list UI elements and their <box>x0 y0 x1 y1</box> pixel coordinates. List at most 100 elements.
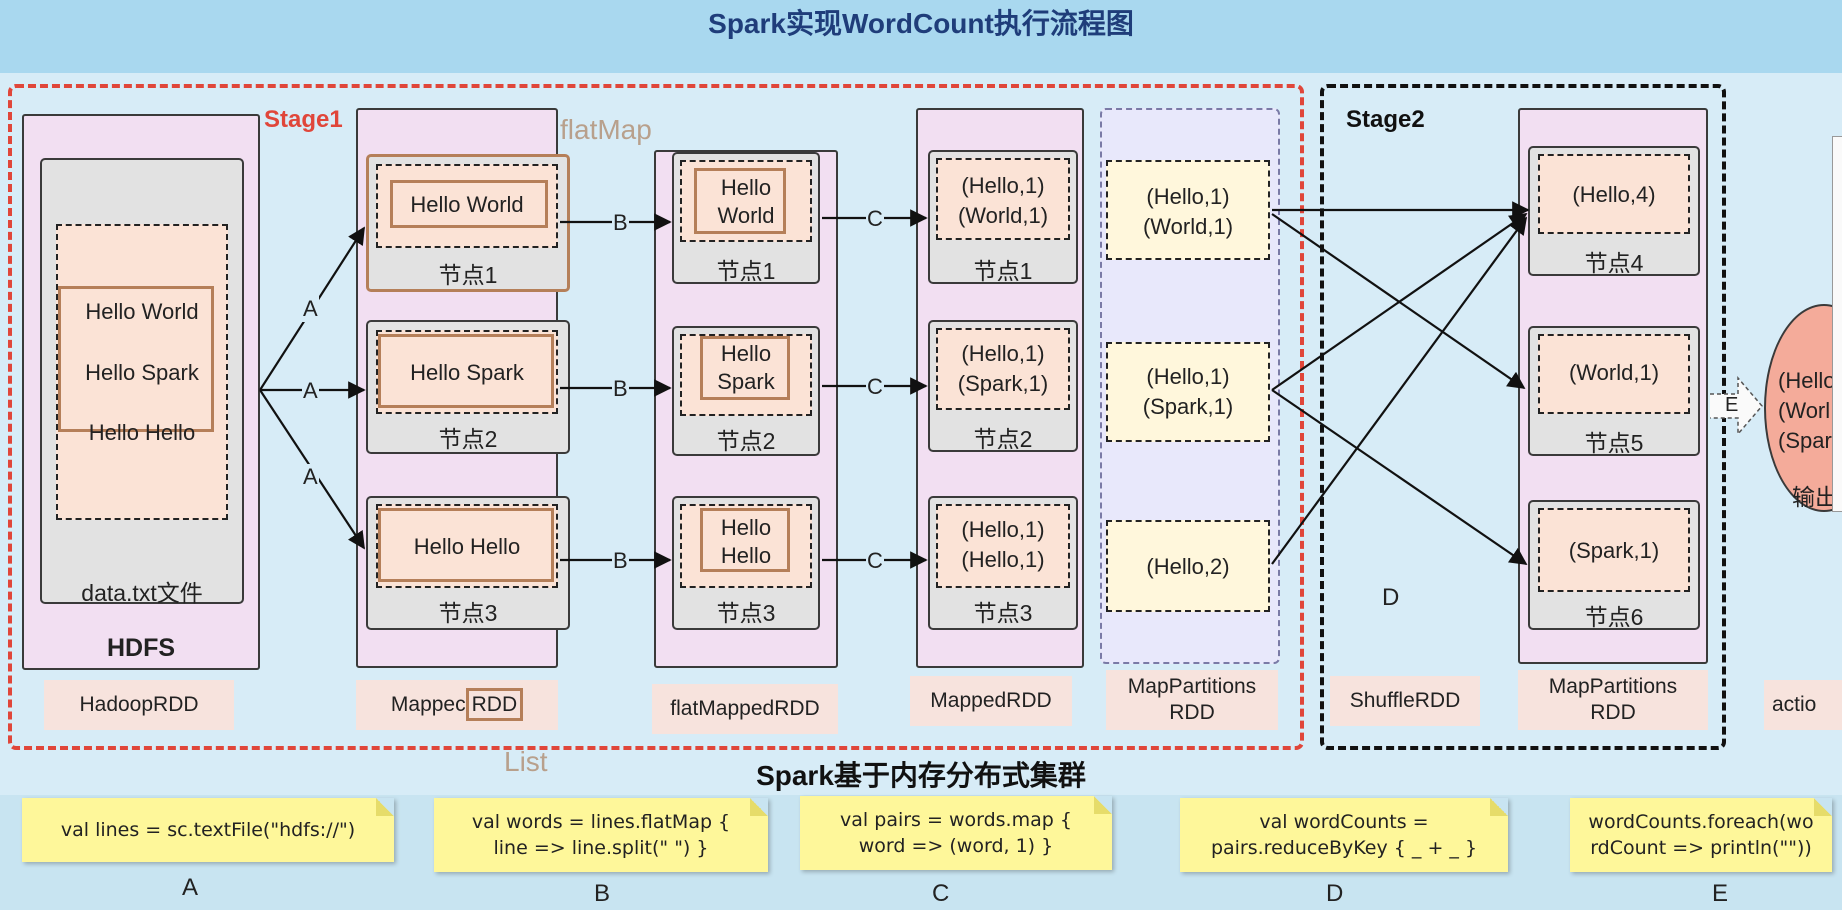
mp2-node-5-dashed <box>1538 334 1690 414</box>
flatmapped-node-2-text-box <box>700 336 790 400</box>
map-partitions-1-item-2-line-1: (Hello,1) <box>1146 364 1230 389</box>
hadoop-rdd-label: HadoopRDD <box>44 680 234 730</box>
code-note-d-line-2: pairs.reduceByKey { _ + _ } <box>1210 837 1478 859</box>
flatmap-ghost-label: flatMap <box>560 114 652 145</box>
code-note-c: val pairs = words.map {word => (word, 1)… <box>800 796 1112 870</box>
edge-label-b-2: B <box>612 376 629 402</box>
pairs-node-1-line-1: (Hello,1) <box>961 173 1045 198</box>
data-file-label: data.txt文件 <box>81 580 203 606</box>
mapped-node-2-text-box <box>378 334 554 408</box>
pairs-node-2-dashed <box>936 328 1070 410</box>
code-note-e: wordCounts.foreach(wo rdCount => println(… <box>1570 798 1832 872</box>
map-partitions-2-label-line-1: MapPartitions <box>1548 675 1678 698</box>
pairs-node-3-dashed <box>936 504 1070 588</box>
code-note-e-letter: E <box>1712 880 1729 907</box>
flatmapped-node-1-text-box <box>694 168 786 234</box>
stage1-label: Stage1 <box>264 106 343 133</box>
edge-d-2 <box>1271 213 1526 390</box>
code-note-e-line-2: rdCount => println("")) <box>1590 837 1812 859</box>
mapped-node-3-text: Hello Hello <box>413 534 521 559</box>
edge-e-arrow <box>1710 375 1763 437</box>
mapped-node-2-text: Hello Spark <box>410 360 524 385</box>
flatmapped-node-3-label: 节点3 <box>716 600 776 626</box>
code-note-a-line-1: val lines = sc.textFile("hdfs://") <box>60 819 356 841</box>
output-label: 输出 <box>1792 484 1838 510</box>
map-partitions-1-label-line-1: MapPartitions <box>1127 675 1257 698</box>
mapped-node-1-text-box <box>390 180 548 228</box>
mapped-node-1-label: 节点1 <box>438 262 498 288</box>
pairs-node-3-line-1: (Hello,1) <box>961 517 1045 542</box>
data-file-lines-box <box>58 286 214 432</box>
code-note-e-line-1: wordCounts.foreach(wo <box>1588 811 1814 833</box>
flatmapped-node-2-line-1: Hello <box>720 341 772 366</box>
edge-label-b-3: B <box>612 548 629 574</box>
stage2-label: Stage2 <box>1346 106 1425 133</box>
stage1-frame <box>8 84 1304 750</box>
pairs-node-3-label: 节点3 <box>973 600 1033 626</box>
edge-d-3 <box>1271 212 1528 391</box>
edge-label-e: E <box>1725 394 1739 416</box>
mp2-node-4-text: (Hello,4) <box>1572 182 1656 207</box>
title-bar <box>0 0 1842 73</box>
map-partitions-1-item-1 <box>1106 160 1270 260</box>
map-partitions-1-item-1-line-2: (World,1) <box>1142 214 1234 239</box>
mapped-rdd-label-part-1: Mappec <box>390 693 466 716</box>
code-note-c-line-1: val pairs = words.map { <box>840 809 1072 831</box>
map-partitions-1-label-line-2: RDD <box>1169 701 1215 724</box>
cluster-label: Spark基于内存分布式集群 <box>756 760 1086 791</box>
mapped-node-3-text-box <box>378 508 554 582</box>
pairs-node-1-label: 节点1 <box>973 258 1033 284</box>
mp2-node-4-label: 节点4 <box>1584 250 1644 276</box>
code-note-d-line-1: val wordCounts = <box>1259 811 1429 833</box>
flatmapped-rdd-label: flatMappedRDD <box>652 684 838 734</box>
pairs-node-2-line-2: (Spark,1) <box>957 371 1049 396</box>
mapped-node-1-text: Hello World <box>410 192 524 217</box>
map-partitions-1-item-3 <box>1106 520 1270 612</box>
code-note-b-line-2: line => line.split(" ") } <box>493 837 709 859</box>
mp2-node-6-dashed <box>1538 508 1690 592</box>
mp2-node-6-text: (Spark,1) <box>1568 538 1660 563</box>
code-note-a: val lines = sc.textFile("hdfs://") <box>22 798 394 862</box>
hdfs-line-2: Hello Spark <box>85 360 199 385</box>
output-line-2: (Worl <box>1778 398 1831 423</box>
edge-label-c-3: C <box>866 548 884 574</box>
edge-d-4 <box>1271 389 1528 565</box>
flatmapped-node-1-line-2: World <box>717 203 775 228</box>
action-rdd-label: actio <box>1764 680 1842 730</box>
shuffle-rdd-label: ShuffleRDD <box>1330 676 1480 726</box>
flatmapped-node-3-text-box <box>700 508 790 572</box>
edge-label-c-1: C <box>866 206 884 232</box>
edge-label-a-1: A <box>302 296 319 322</box>
mapped-rdd-label-part-2: RDD <box>465 688 524 721</box>
right-edge-panel <box>1832 136 1842 512</box>
code-note-b-line-1: val words = lines.flatMap { <box>471 811 731 833</box>
output-line-1: (Hello <box>1778 368 1836 393</box>
pairs-node-1-dashed <box>936 158 1070 240</box>
map-partitions-1-item-3-line-1: (Hello,2) <box>1146 554 1230 579</box>
pairs-node-1-line-2: (World,1) <box>957 203 1049 228</box>
code-note-b-letter: B <box>594 880 611 907</box>
shuffle-d-label: D <box>1382 584 1400 611</box>
list-ghost-label: List <box>504 746 548 777</box>
code-note-b: val words = lines.flatMap { line => line.… <box>434 798 768 872</box>
edge-label-a-3: A <box>302 464 319 490</box>
pairs-node-3-line-2: (Hello,1) <box>961 547 1045 572</box>
code-note-d: val wordCounts = pairs.reduceByKey { _ + … <box>1180 798 1508 872</box>
output-line-3: (Spar <box>1778 428 1832 453</box>
map-partitions-2-label-line-2: RDD <box>1590 701 1636 724</box>
code-note-a-letter: A <box>182 874 199 901</box>
flatmapped-node-2-line-2: Spark <box>717 369 775 394</box>
hdfs-system-label: HDFS <box>106 634 176 662</box>
hdfs-line-1: Hello World <box>85 299 199 324</box>
map-partitions-1-item-2 <box>1106 342 1270 442</box>
mp2-node-5-text: (World,1) <box>1568 360 1660 385</box>
diagram-title: Spark实现WordCount执行流程图 <box>708 8 1134 39</box>
mp2-node-4-dashed <box>1538 154 1690 234</box>
mp2-node-5-label: 节点5 <box>1584 430 1644 456</box>
edge-label-b-1: B <box>612 210 629 236</box>
flatmapped-node-1-line-1: Hello <box>720 175 772 200</box>
edge-label-c-2: C <box>866 374 884 400</box>
